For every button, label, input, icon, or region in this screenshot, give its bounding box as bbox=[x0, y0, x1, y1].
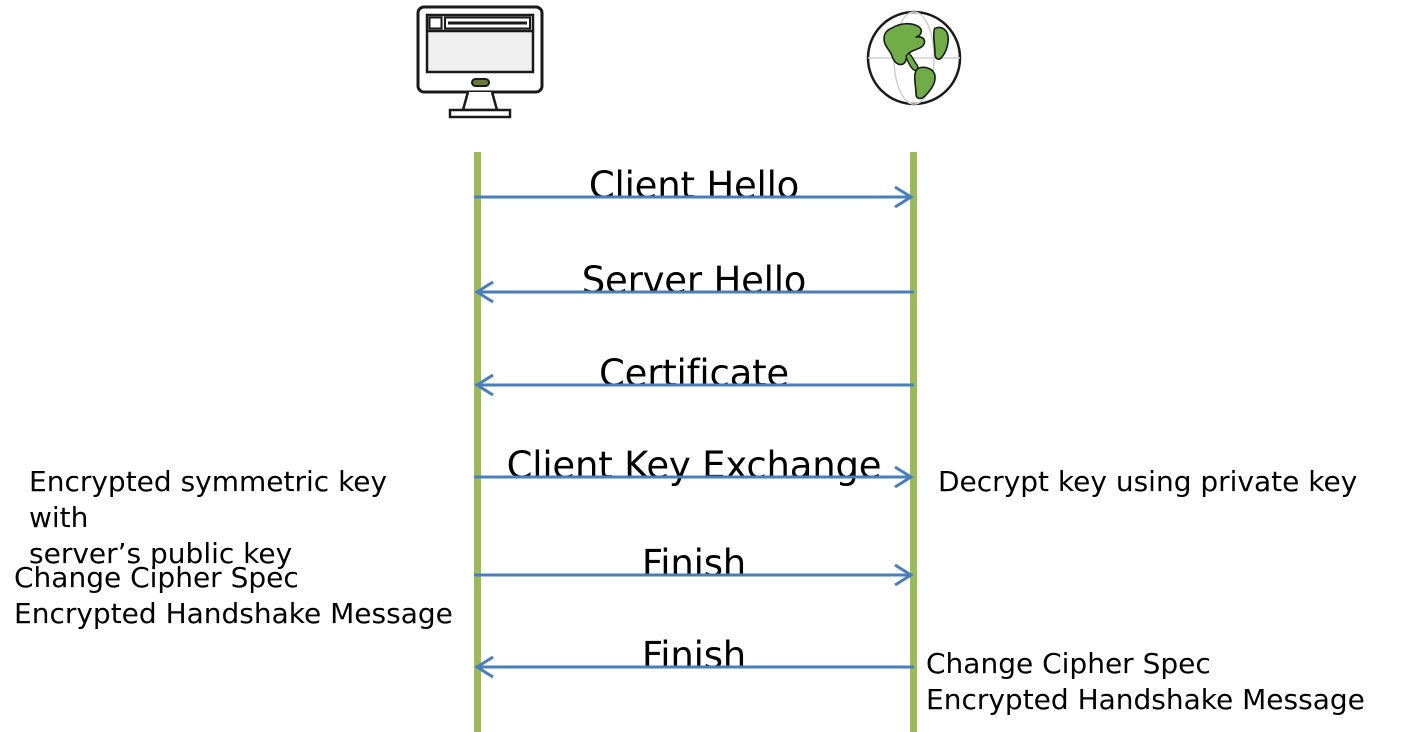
globe-icon bbox=[862, 6, 966, 110]
arrow-right bbox=[474, 185, 914, 209]
message-server-hello[interactable]: Server Hello bbox=[474, 209, 914, 305]
lifeline-client bbox=[474, 152, 481, 732]
message-finish-server[interactable]: Finish bbox=[474, 584, 914, 680]
message-label: Client Key Exchange bbox=[506, 444, 882, 488]
message-client-key-exchange[interactable]: Client Key Exchange bbox=[474, 394, 914, 490]
annotation-server-change-cipher-spec: Change Cipher Spec Encrypted Handshake M… bbox=[926, 647, 1365, 716]
lifeline-server bbox=[910, 152, 917, 732]
message-label: Certificate bbox=[599, 352, 789, 396]
annotation-client-change-cipher-spec: Change Cipher Spec Encrypted Handshake M… bbox=[14, 561, 453, 630]
message-label: Client Hello bbox=[588, 164, 800, 208]
message-finish-client[interactable]: Finish bbox=[474, 492, 914, 588]
message-client-hello[interactable]: Client Hello bbox=[474, 114, 914, 210]
arrow-left bbox=[474, 373, 914, 397]
arrow-right bbox=[474, 563, 914, 587]
annotation-decrypt-key-private: Decrypt key using private key bbox=[938, 465, 1358, 498]
arrow-left bbox=[474, 280, 914, 304]
annotation-encrypted-symmetric-key: Encrypted symmetric key with server’s pu… bbox=[29, 465, 388, 570]
message-certificate[interactable]: Certificate bbox=[474, 302, 914, 398]
message-label: Server Hello bbox=[581, 259, 807, 303]
arrow-right bbox=[474, 465, 914, 489]
message-label: Finish bbox=[641, 542, 747, 586]
arrow-left bbox=[474, 655, 914, 679]
message-label: Finish bbox=[641, 634, 747, 678]
desktop-monitor-icon bbox=[405, 2, 555, 122]
